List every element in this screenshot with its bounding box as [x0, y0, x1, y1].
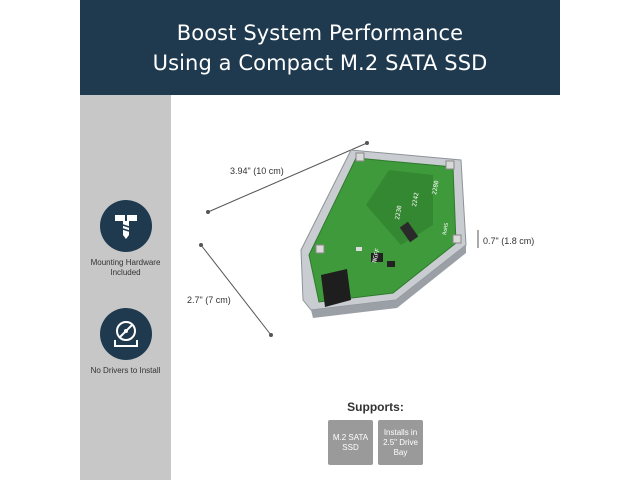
supports-chip-2-5-bay: Installs in 2.5" Drive Bay	[378, 420, 423, 465]
component	[356, 247, 362, 251]
feature-sidebar	[80, 95, 171, 480]
m2-connector	[399, 221, 419, 243]
sata-connector	[321, 269, 351, 307]
length-label: 3.94" (10 cm)	[230, 166, 284, 176]
header-banner: Boost System Performance Using a Compact…	[80, 0, 560, 95]
screw-icon	[99, 200, 152, 252]
width-label: 2.7" (7 cm)	[187, 295, 231, 305]
ssd-adapter-illustration: 2280 2242 2230 NGFF RoHS	[199, 141, 479, 337]
product-image-frame: Boost System Performance Using a Compact…	[80, 0, 560, 480]
headline-line-2: Using a Compact M.2 SATA SSD	[152, 50, 488, 75]
controller-chip	[371, 253, 383, 262]
label-2280: 2280	[431, 180, 440, 196]
label-2230: 2230	[394, 205, 403, 221]
feature-caption: No Drivers to Install	[90, 366, 161, 375]
feature-caption: Mounting Hardware Included	[90, 258, 161, 277]
small-chip	[387, 261, 395, 267]
label-2242: 2242	[411, 192, 420, 208]
label-rohs: RoHS	[442, 222, 450, 235]
mount-post	[355, 152, 365, 162]
height-label: 0.7" (1.8 cm)	[483, 236, 535, 246]
length-dimension-line	[207, 142, 368, 213]
mount-post	[315, 244, 325, 254]
mount-post	[452, 234, 462, 244]
feature-no-drivers: No Drivers to Install	[80, 308, 171, 376]
label-ngff: NGFF	[371, 247, 382, 263]
feature-mounting-hardware: Mounting Hardware Included	[80, 200, 171, 278]
mount-post	[445, 160, 455, 170]
width-dimension-line	[200, 244, 272, 336]
headline-line-1: Boost System Performance	[176, 20, 464, 45]
supports-chip-m2-sata: M.2 SATA SSD	[328, 420, 373, 465]
tray-edge	[311, 245, 466, 318]
supports-title: Supports:	[347, 400, 404, 414]
m2-slot-area	[366, 170, 433, 245]
no-disc-icon	[99, 308, 152, 360]
